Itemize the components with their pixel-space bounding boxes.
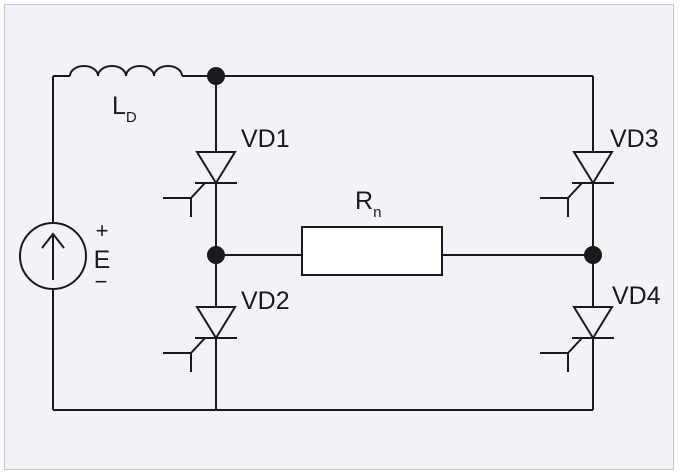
resistor-rn (301, 226, 443, 276)
voltage-source-e (19, 222, 87, 290)
junction-dot (207, 67, 225, 85)
resistor-label: Rn (355, 187, 381, 221)
thyristor-vd2 (163, 306, 237, 372)
vd4-label: VD4 (612, 282, 661, 310)
wires (52, 75, 594, 411)
source-plus-label: + (96, 218, 109, 243)
source-minus-label: − (95, 269, 108, 294)
junction-dots (207, 67, 602, 264)
inductor-ld (69, 65, 183, 77)
junction-dot (207, 246, 225, 264)
junction-dot (584, 246, 602, 264)
thyristor-vd3 (540, 151, 614, 217)
thyristor-vd4 (540, 306, 614, 372)
source-name-label: E (94, 246, 111, 274)
vd2-label: VD2 (241, 287, 290, 315)
vd3-label: VD3 (610, 125, 659, 153)
vd1-label: VD1 (241, 125, 290, 153)
inductor-label: LD (112, 92, 137, 126)
thyristor-vd1 (163, 151, 237, 217)
